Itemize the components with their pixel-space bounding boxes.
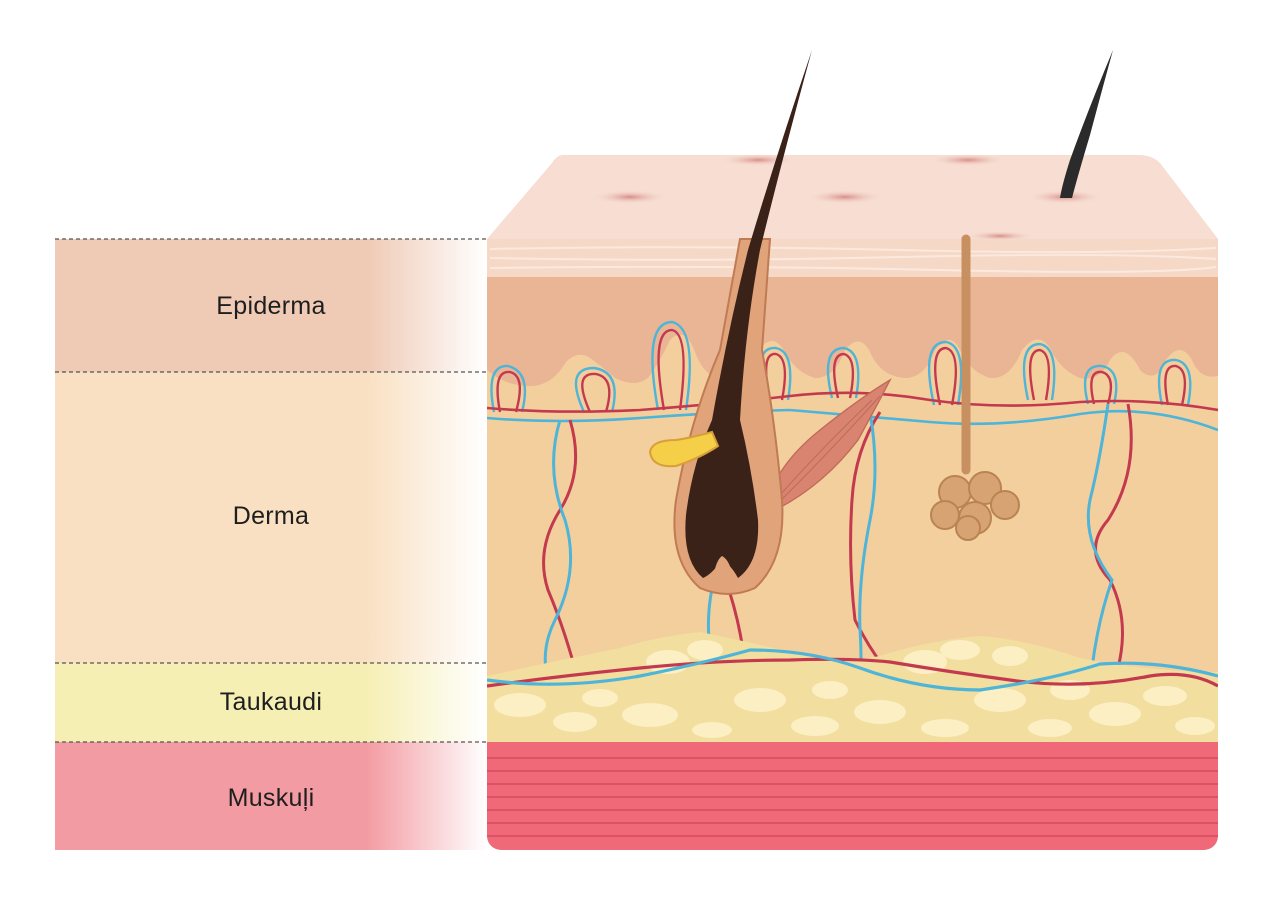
- band-dermis: [55, 372, 487, 663]
- vein: [543, 419, 573, 681]
- capillary-loop: [574, 366, 616, 413]
- muscle-block: [487, 742, 1218, 850]
- capillary-loop: [927, 340, 963, 406]
- vein: [858, 411, 877, 681]
- label-muscle: Muskuļi: [228, 784, 315, 812]
- fat-lobules: [494, 640, 1215, 738]
- layer-label-bands: Epiderma Derma Taukaudi Muskuļi: [55, 238, 487, 850]
- capillary-loop: [1083, 364, 1118, 405]
- label-fat: Taukaudi: [220, 688, 322, 716]
- pore: [807, 190, 883, 204]
- band-muscle: [55, 742, 487, 850]
- capillary-loop: [826, 346, 860, 399]
- band-epidermis: [55, 239, 487, 372]
- arrector-pili-muscle: [764, 378, 892, 517]
- epidermis-block: [487, 277, 1218, 386]
- label-dermis: Derma: [233, 502, 310, 530]
- deep-artery: [487, 657, 1218, 688]
- band-fat: [55, 663, 487, 742]
- artery: [542, 419, 580, 681]
- muscle-fibers: [487, 757, 1218, 837]
- artery: [849, 411, 890, 673]
- hair-papilla: [713, 556, 733, 578]
- artery: [1094, 403, 1133, 669]
- deep-vein: [487, 648, 1218, 692]
- pore: [720, 154, 796, 166]
- label-epidermis: Epiderma: [216, 292, 325, 320]
- hair-shaft: [1060, 50, 1113, 198]
- pore: [966, 231, 1034, 241]
- capillary-loop: [651, 320, 691, 411]
- sweat-gland: [930, 471, 1020, 541]
- vein: [1086, 403, 1114, 669]
- pore: [592, 190, 668, 204]
- pore: [930, 154, 1006, 166]
- capillary-loop: [1022, 342, 1056, 401]
- skin-block: [487, 50, 1218, 850]
- sebaceous-gland: [648, 430, 720, 468]
- capillary-loop: [1157, 358, 1192, 406]
- capillary-loop: [490, 364, 527, 413]
- artery-plexus: [487, 391, 1218, 413]
